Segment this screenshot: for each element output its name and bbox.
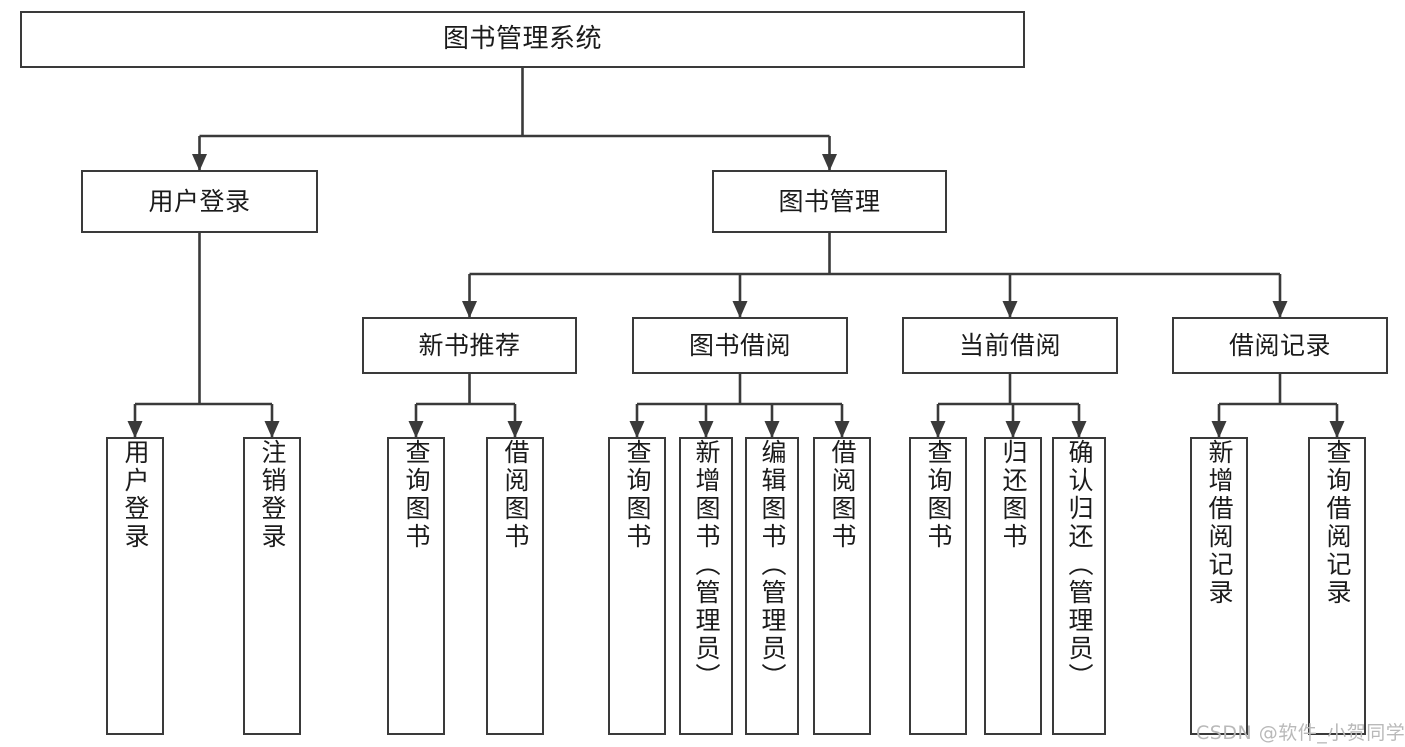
node-login[interactable]: 用户登录 — [81, 170, 318, 233]
node-label: 归还图书 — [999, 439, 1028, 551]
node-leaf-borrow-book[interactable]: 借阅图书 — [813, 437, 871, 735]
node-root[interactable]: 图书管理系统 — [20, 11, 1025, 68]
node-leaf-userlogin[interactable]: 用户登录 — [106, 437, 164, 735]
node-label: 查询图书 — [924, 439, 953, 551]
node-bookmgmt[interactable]: 图书管理 — [712, 170, 947, 233]
node-label: 借阅图书 — [501, 439, 530, 551]
node-label: 新书推荐 — [418, 330, 521, 360]
node-label: 用户登录 — [121, 439, 150, 551]
node-label: 图书管理系统 — [442, 24, 602, 55]
node-leaf-confirm[interactable]: 确认归还（管理员） — [1052, 437, 1106, 735]
node-label: 当前借阅 — [958, 330, 1061, 360]
node-label: 用户登录 — [148, 186, 251, 216]
node-leaf-add-book[interactable]: 新增图书（管理员） — [679, 437, 733, 735]
node-label: 新增借阅记录 — [1205, 439, 1234, 607]
node-label: 编辑图书（管理员） — [758, 439, 787, 691]
node-label: 确认归还（管理员） — [1065, 439, 1094, 691]
node-leaf-edit-book[interactable]: 编辑图书（管理员） — [745, 437, 799, 735]
node-label: 注销登录 — [258, 439, 287, 551]
node-label: 图书借阅 — [688, 330, 791, 360]
node-label: 查询借阅记录 — [1323, 439, 1352, 607]
node-leaf-logout[interactable]: 注销登录 — [243, 437, 301, 735]
node-leaf-query-record[interactable]: 查询借阅记录 — [1308, 437, 1366, 735]
node-borrow[interactable]: 图书借阅 — [632, 317, 848, 374]
node-label: 查询图书 — [402, 439, 431, 551]
node-leaf-return[interactable]: 归还图书 — [984, 437, 1042, 735]
node-label: 借阅记录 — [1228, 330, 1331, 360]
node-leaf-query-new[interactable]: 查询图书 — [387, 437, 445, 735]
node-newbook[interactable]: 新书推荐 — [362, 317, 577, 374]
node-current[interactable]: 当前借阅 — [902, 317, 1118, 374]
node-label: 图书管理 — [778, 186, 881, 216]
node-label: 新增图书（管理员） — [692, 439, 721, 691]
node-leaf-query-b[interactable]: 查询图书 — [608, 437, 666, 735]
node-label: 借阅图书 — [828, 439, 857, 551]
node-leaf-add-record[interactable]: 新增借阅记录 — [1190, 437, 1248, 735]
watermark: CSDN @软件_小贺同学 — [1196, 722, 1405, 744]
node-records[interactable]: 借阅记录 — [1172, 317, 1388, 374]
node-leaf-borrow-new[interactable]: 借阅图书 — [486, 437, 544, 735]
node-leaf-query-c[interactable]: 查询图书 — [909, 437, 967, 735]
node-label: 查询图书 — [623, 439, 652, 551]
